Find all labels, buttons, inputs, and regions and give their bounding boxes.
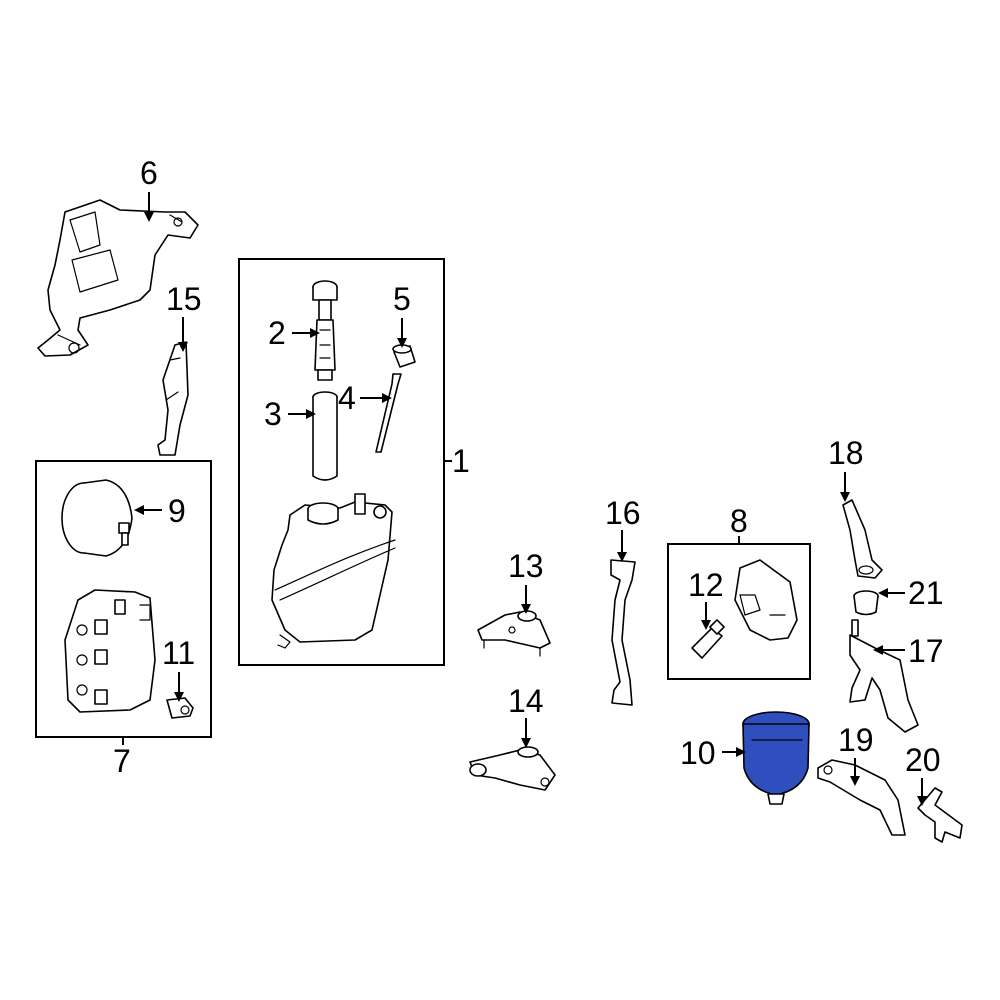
callout-1: 1 [452,443,470,479]
bracket-19-part[interactable] [817,759,906,836]
accumulator-10-part[interactable] [742,711,810,805]
callout-19: 19 [838,722,874,758]
callout-21: 21 [908,575,944,611]
callout-20: 20 [905,742,941,778]
callout-4: 4 [338,380,356,416]
callout-7: 7 [113,743,131,779]
sensor-11-part[interactable] [166,697,194,719]
clip-20-part[interactable] [917,787,963,843]
callout-18: 18 [828,435,864,471]
callout-9: 9 [168,493,186,529]
grommet-21-part[interactable] [853,590,879,616]
callout-6: 6 [140,155,158,191]
callout-5: 5 [393,281,411,317]
heat-shield-part[interactable] [37,199,199,357]
valve-block-part[interactable] [64,589,156,713]
fitting-12-part[interactable] [691,619,725,659]
callout-13: 13 [508,548,544,584]
strap-16-part[interactable] [610,559,636,706]
bracket-18-part[interactable] [842,499,883,579]
pump-motor-part[interactable] [61,479,133,557]
callout-10: 10 [680,735,716,771]
callout-2: 2 [268,315,286,351]
callout-14: 14 [508,683,544,719]
callout-11: 11 [162,635,195,671]
bracket-14-part[interactable] [469,746,556,791]
callout-12: 12 [688,567,724,603]
bracket-15-part[interactable] [157,341,189,456]
bracket-17-part[interactable] [849,619,919,733]
pressure-switch-part[interactable] [734,559,798,641]
dipstick-part[interactable] [375,373,402,453]
reservoir-tank-part[interactable] [271,493,396,649]
bracket-13-part[interactable] [477,610,551,657]
filler-neck-part[interactable] [312,280,338,381]
callout-16: 16 [605,495,641,531]
cap-5-part[interactable] [392,344,416,368]
filter-cylinder-part[interactable] [312,391,338,481]
callout-15: 15 [166,281,202,317]
callout-17: 17 [908,633,944,669]
callout-3: 3 [264,396,282,432]
callout-8: 8 [730,503,748,539]
